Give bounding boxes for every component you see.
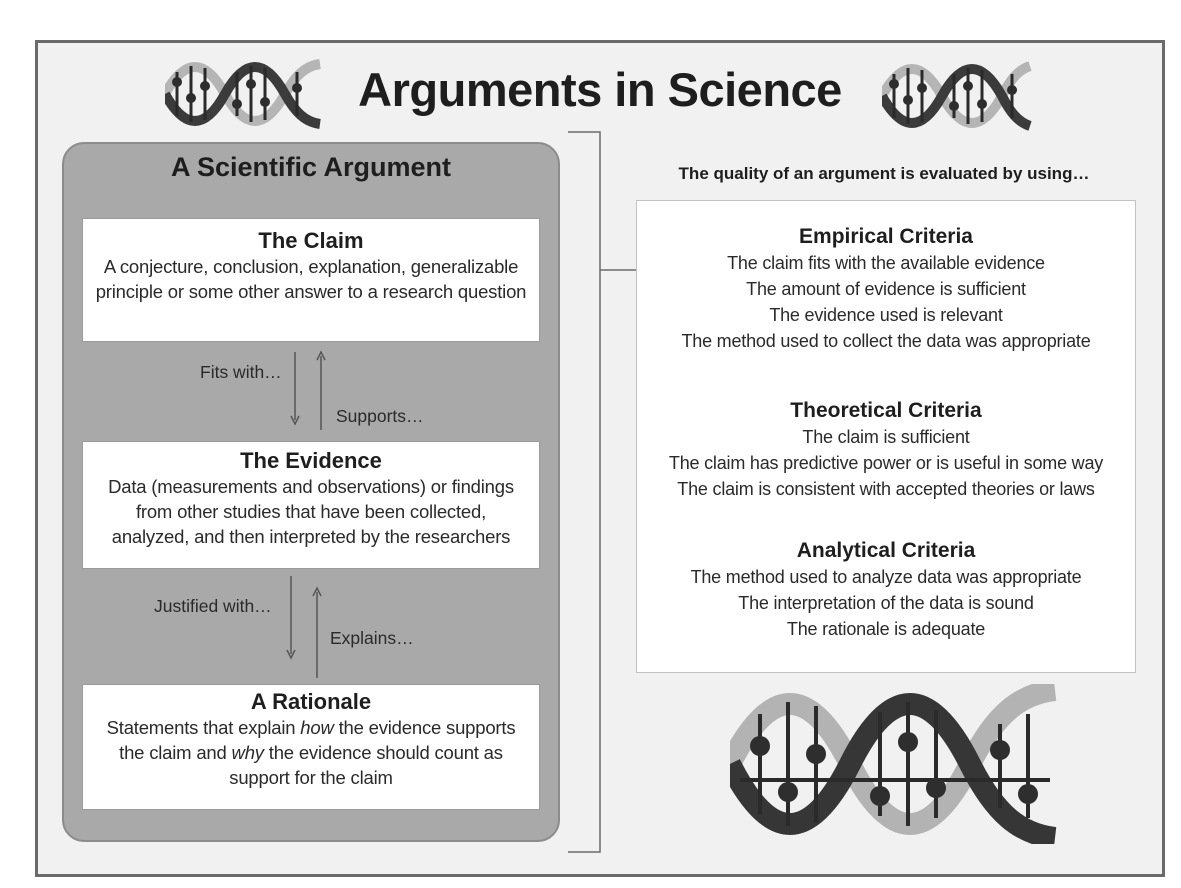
claim-line: principle or some other answer to a rese… — [95, 281, 527, 302]
dna-helix-icon — [882, 60, 1032, 132]
rationale-emphasis: why — [231, 742, 265, 763]
bracket-connector — [564, 130, 636, 859]
fits-with-label: Fits with… — [200, 362, 282, 382]
analytical-criteria: Analytical Criteria The method used to a… — [636, 538, 1136, 642]
criteria-title: Empirical Criteria — [799, 225, 973, 248]
rationale-line: Statements that explain how the evidence… — [83, 715, 539, 740]
criteria-line: The method used to collect the data was … — [681, 331, 1091, 351]
dna-helix-icon — [165, 58, 325, 130]
empirical-criteria: Empirical Criteria The claim fits with t… — [636, 224, 1136, 354]
theoretical-criteria: Theoretical Criteria The claim is suffic… — [636, 398, 1136, 502]
supports-label: Supports… — [336, 406, 424, 426]
rationale-emphasis: how — [300, 717, 334, 738]
criteria-title: Theoretical Criteria — [790, 399, 982, 422]
evidence-line: from other studies that have been collec… — [135, 501, 487, 522]
arrow-up-icon — [314, 350, 328, 430]
criteria-line: The claim fits with the available eviden… — [727, 253, 1045, 273]
dna-helix-icon — [730, 684, 1060, 844]
evidence-line: analyzed, and then interpreted by the re… — [111, 526, 511, 547]
criteria-line: The interpretation of the data is sound — [738, 593, 1034, 613]
criteria-line: The rationale is adequate — [786, 619, 986, 639]
criteria-line: The evidence used is relevant — [769, 305, 1003, 325]
claim-line: A conjecture, conclusion, explanation, g… — [103, 256, 519, 277]
rationale-text: the evidence supports — [333, 717, 516, 738]
rationale-text: the evidence should count as — [263, 742, 503, 763]
rationale-line: support for the claim — [229, 767, 393, 788]
evidence-title: The Evidence — [240, 448, 382, 473]
rationale-text: Statements that explain — [106, 717, 301, 738]
rationale-title: A Rationale — [250, 689, 372, 714]
rationale-text: the claim and — [119, 742, 232, 763]
arrow-down-icon — [288, 352, 302, 428]
criteria-box — [636, 200, 1136, 673]
criteria-title: Analytical Criteria — [796, 539, 976, 562]
page-title: Arguments in Science — [358, 63, 842, 116]
evidence-card: The Evidence Data (measurements and obse… — [82, 441, 540, 569]
rationale-line: the claim and why the evidence should co… — [83, 740, 539, 765]
rationale-card: A Rationale Statements that explain how … — [82, 684, 540, 810]
claim-title: The Claim — [258, 228, 364, 253]
criteria-line: The method used to analyze data was appr… — [690, 567, 1082, 587]
justified-with-label: Justified with… — [154, 596, 272, 616]
criteria-line: The claim has predictive power or is use… — [668, 453, 1104, 473]
claim-card: The Claim A conjecture, conclusion, expl… — [82, 218, 540, 342]
panel-heading: A Scientific Argument — [170, 152, 452, 182]
arrow-up-icon — [310, 586, 324, 678]
quality-heading: The quality of an argument is evaluated … — [678, 164, 1090, 183]
criteria-line: The claim is sufficient — [802, 427, 970, 447]
arrow-down-icon — [284, 576, 298, 660]
evidence-line: Data (measurements and observations) or … — [108, 476, 514, 497]
explains-label: Explains… — [330, 628, 414, 648]
criteria-line: The amount of evidence is sufficient — [746, 279, 1026, 299]
criteria-line: The claim is consistent with accepted th… — [677, 479, 1095, 499]
